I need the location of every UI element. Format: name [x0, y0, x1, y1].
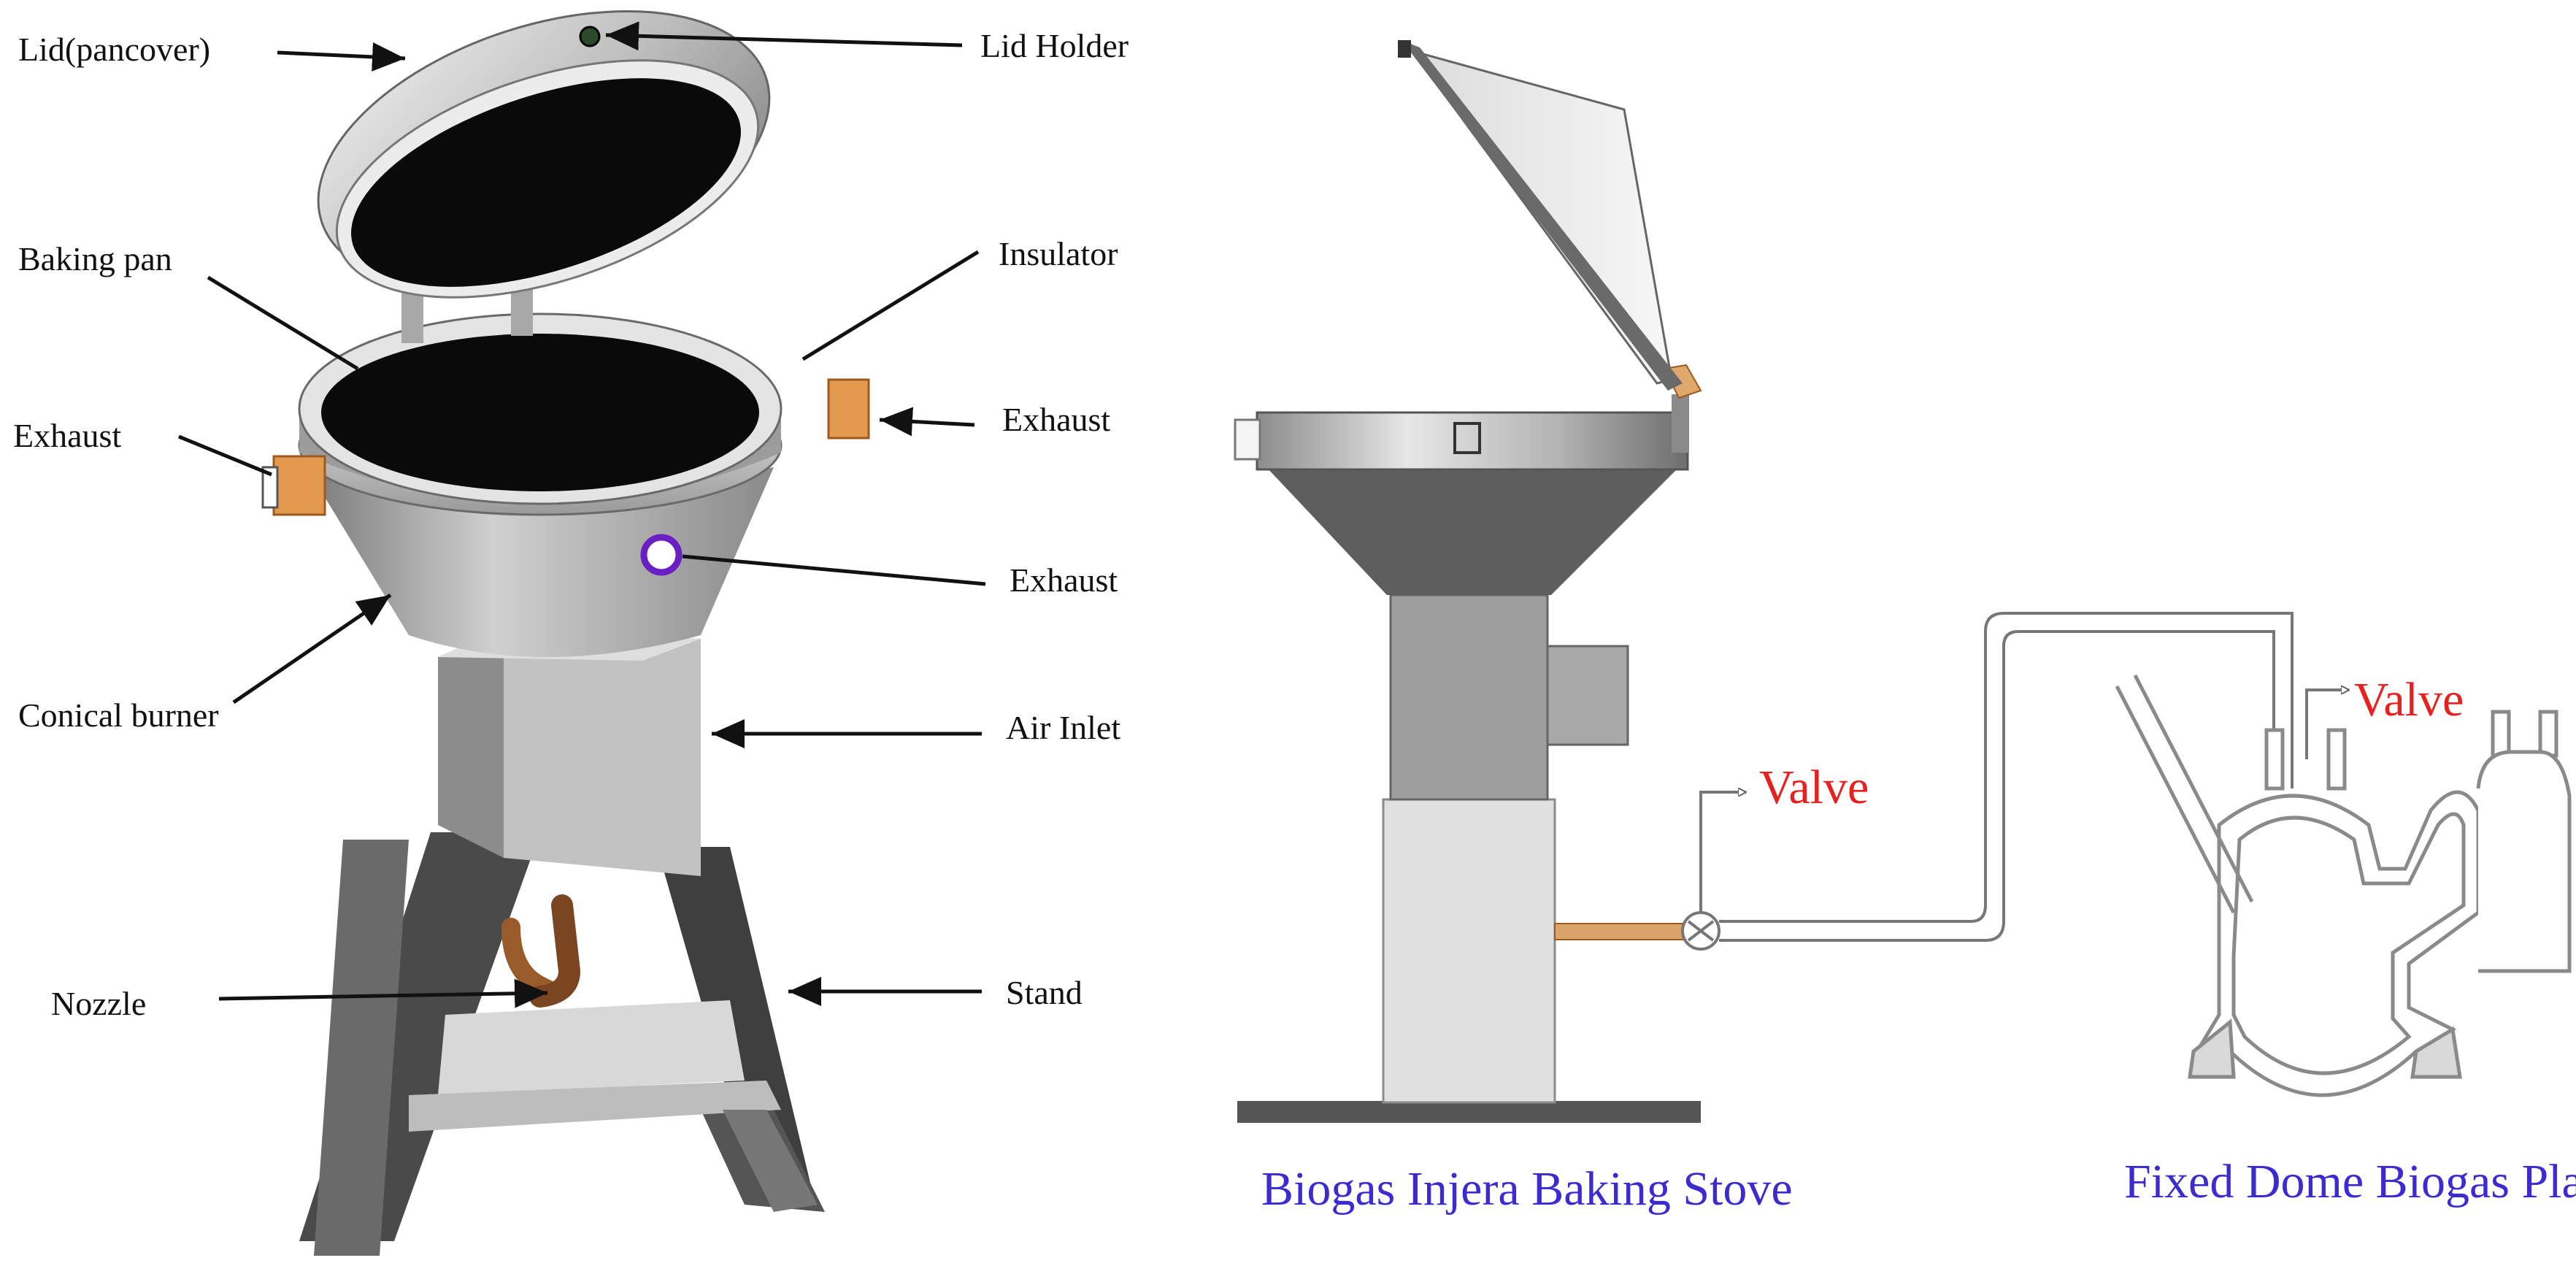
label-valve-plant: Valve: [2354, 673, 2464, 726]
exhaust-left-graphic: [263, 456, 325, 515]
label-valve-stove: Valve: [1759, 761, 1869, 814]
label-baking-pan: Baking pan: [18, 240, 172, 277]
gas-outlet-neck-left: [2267, 730, 2283, 788]
leader-insulator: [803, 252, 978, 359]
label-air-inlet: Air Inlet: [1006, 709, 1120, 746]
label-exhaust-right: Exhaust: [1002, 401, 1110, 438]
nozzle-graphic: [511, 905, 569, 997]
exhaust-right-graphic: [828, 380, 869, 438]
inlet-pipe-a: [2117, 686, 2234, 913]
lid-graphic: [283, 0, 804, 344]
inlet-pipe-b: [2135, 675, 2252, 902]
side-pan-rim: [1257, 412, 1688, 469]
caption-plant: Fixed Dome Biogas Plant: [2124, 1155, 2576, 1208]
compensation-tank: [2478, 752, 2569, 971]
label-lid-holder: Lid Holder: [980, 27, 1129, 64]
arrow-conical-burner: [234, 595, 391, 702]
stove-3d-illustration: [263, 0, 869, 1256]
side-air-inlet: [1547, 646, 1628, 745]
gas-pipe: [1555, 924, 1686, 940]
baking-pan-graphic: [321, 334, 759, 491]
lower-column: [1383, 799, 1555, 1102]
arrow-lid: [277, 53, 405, 58]
side-cone: [1266, 467, 1679, 595]
label-lid: Lid(pancover): [18, 31, 210, 68]
side-exhaust-cap: [1235, 420, 1260, 459]
side-lid-handle: [1398, 40, 1411, 58]
arrow-exhaust-right: [880, 420, 974, 425]
lid-holder-knob: [580, 27, 599, 46]
leader-baking-pan: [208, 277, 358, 369]
air-inlet-box-graphic: [438, 628, 701, 876]
label-insulator: Insulator: [999, 235, 1118, 272]
overflow-neck-left: [2493, 712, 2509, 756]
overflow-neck-right: [2540, 712, 2556, 756]
hinge-post: [1672, 394, 1689, 453]
exhaust-front-graphic: [644, 537, 679, 572]
gas-outlet-neck-right: [2329, 730, 2345, 788]
base-plate: [1237, 1101, 1701, 1123]
label-exhaust-left: Exhaust: [13, 417, 121, 454]
label-stand: Stand: [1006, 974, 1083, 1011]
valve-stove-indicator: [1701, 792, 1746, 913]
fixed-dome-plant: [2117, 675, 2569, 1095]
label-conical-burner: Conical burner: [18, 697, 219, 734]
upper-column: [1391, 595, 1547, 799]
caption-stove: Biogas Injera Baking Stove: [1261, 1162, 1793, 1216]
leader-exhaust-left: [179, 437, 272, 475]
label-exhaust-front: Exhaust: [1010, 561, 1118, 599]
label-nozzle: Nozzle: [51, 985, 146, 1022]
stove-side-view: [1235, 40, 1701, 1123]
